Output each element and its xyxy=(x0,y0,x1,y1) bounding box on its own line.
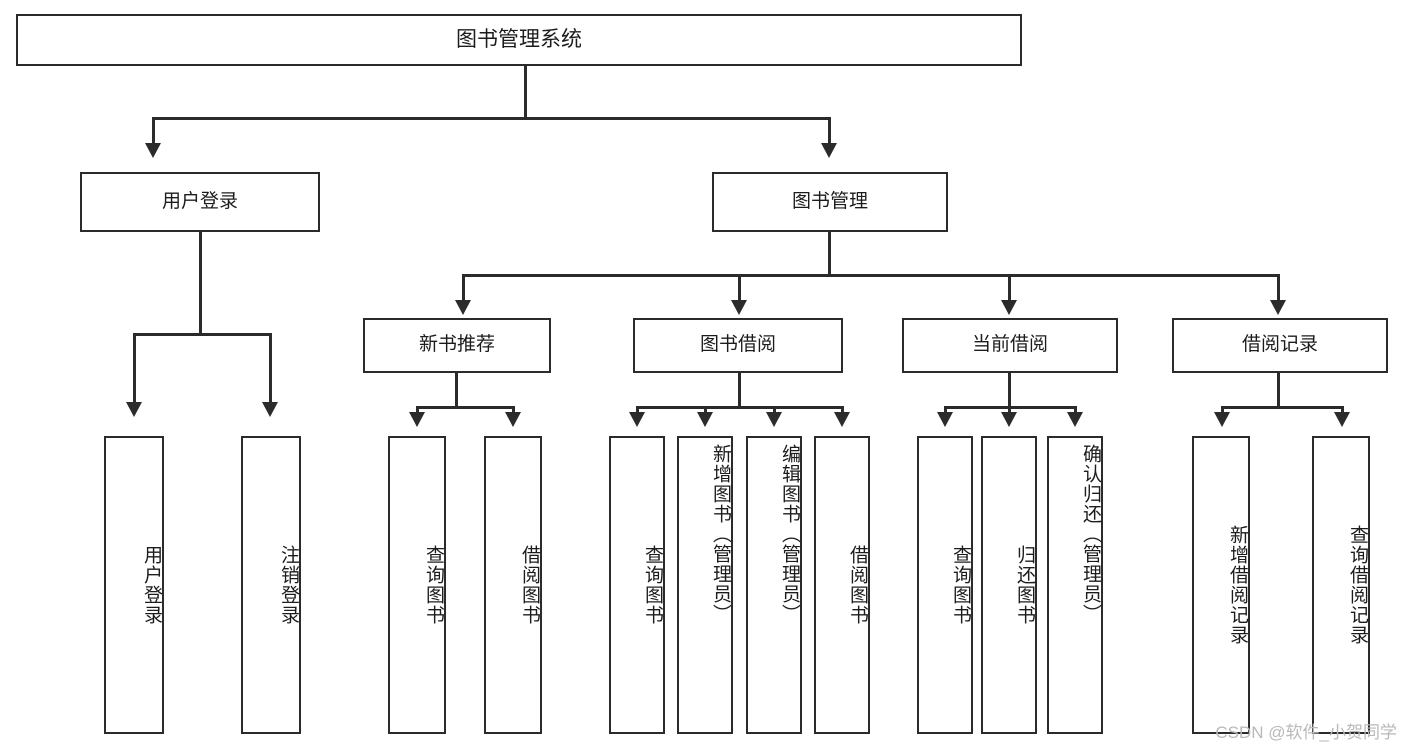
node-label: 借阅图书 xyxy=(847,545,868,625)
leaf-new-book-borrow[interactable]: 借阅图书 xyxy=(484,436,542,734)
node-label: 编辑图书（管理员） xyxy=(779,444,800,624)
node-new-book-recommend[interactable]: 新书推荐 xyxy=(363,318,551,373)
connector-new-book-to-leaf1 xyxy=(416,406,419,416)
leaf-book-borrow-borrow[interactable]: 借阅图书 xyxy=(814,436,870,734)
node-label: 借阅记录 xyxy=(1241,334,1318,356)
arrowhead-new-book-leaf2 xyxy=(505,412,521,427)
arrowhead-book-mgmt-record xyxy=(1270,300,1286,315)
connector-borrow-record-stem xyxy=(1277,373,1280,408)
leaf-current-borrow-query[interactable]: 查询图书 xyxy=(917,436,973,734)
node-label: 新增借阅记录 xyxy=(1227,525,1248,645)
connector-book-mgmt-to-record xyxy=(1277,274,1280,302)
arrowhead-current-borrow-leaf3 xyxy=(1067,412,1083,427)
arrowhead-book-borrow-leaf1 xyxy=(629,412,645,427)
connector-book-mgmt-bus xyxy=(462,274,1280,277)
node-root-system[interactable]: 图书管理系统 xyxy=(16,14,1022,66)
node-book-borrow[interactable]: 图书借阅 xyxy=(633,318,843,373)
leaf-current-borrow-confirm-return[interactable]: 确认归还（管理员） xyxy=(1047,436,1103,734)
connector-book-borrow-to-leaf2 xyxy=(704,406,707,416)
arrowhead-book-mgmt-current xyxy=(1001,300,1017,315)
leaf-user-login-signout[interactable]: 注销登录 xyxy=(241,436,301,734)
connector-user-login-stem xyxy=(199,232,202,335)
leaf-borrow-record-query[interactable]: 查询借阅记录 xyxy=(1312,436,1370,734)
arrowhead-current-borrow-leaf1 xyxy=(937,412,953,427)
node-borrow-record[interactable]: 借阅记录 xyxy=(1172,318,1388,373)
connector-book-mgmt-to-borrow xyxy=(738,274,741,302)
arrowhead-book-mgmt-new-book xyxy=(455,300,471,315)
connector-book-mgmt-stem xyxy=(828,232,831,276)
connector-borrow-record-to-leaf1 xyxy=(1221,406,1224,416)
node-label: 新书推荐 xyxy=(418,334,495,356)
connector-user-login-to-leaf2 xyxy=(269,333,272,404)
arrowhead-book-borrow-leaf2 xyxy=(697,412,713,427)
connector-book-borrow-to-leaf3 xyxy=(773,406,776,416)
node-label: 新增图书（管理员） xyxy=(710,444,731,624)
connector-book-borrow-bus xyxy=(636,406,844,409)
leaf-current-borrow-return[interactable]: 归还图书 xyxy=(981,436,1037,734)
connector-user-login-to-leaf1 xyxy=(133,333,136,404)
leaf-new-book-query[interactable]: 查询图书 xyxy=(388,436,446,734)
arrowhead-user-login-leaf2 xyxy=(262,402,278,417)
arrowhead-current-borrow-leaf2 xyxy=(1001,412,1017,427)
node-label: 图书管理系统 xyxy=(456,27,582,51)
connector-book-mgmt-to-current xyxy=(1008,274,1011,302)
arrowhead-new-book-leaf1 xyxy=(409,412,425,427)
connector-root-stem xyxy=(524,66,527,117)
node-label: 查询图书 xyxy=(423,545,444,625)
node-book-management[interactable]: 图书管理 xyxy=(712,172,948,232)
arrowhead-borrow-record-leaf1 xyxy=(1214,412,1230,427)
connector-user-login-bus xyxy=(133,333,271,336)
arrowhead-book-borrow-leaf4 xyxy=(834,412,850,427)
node-label: 查询借阅记录 xyxy=(1347,525,1368,645)
node-user-login[interactable]: 用户登录 xyxy=(80,172,320,232)
node-label: 查询图书 xyxy=(950,545,971,625)
node-label: 确认归还（管理员） xyxy=(1080,444,1101,624)
node-label: 用户登录 xyxy=(141,545,162,625)
connector-current-borrow-stem xyxy=(1008,373,1011,408)
connector-book-borrow-stem xyxy=(738,373,741,408)
arrowhead-book-mgmt-borrow xyxy=(731,300,747,315)
leaf-borrow-record-add[interactable]: 新增借阅记录 xyxy=(1192,436,1250,734)
arrowhead-book-borrow-leaf3 xyxy=(766,412,782,427)
node-label: 图书管理 xyxy=(791,190,868,212)
leaf-book-borrow-query[interactable]: 查询图书 xyxy=(609,436,665,734)
connector-borrow-record-to-leaf2 xyxy=(1341,406,1344,416)
connector-book-borrow-to-leaf1 xyxy=(636,406,639,416)
leaf-user-login-signin[interactable]: 用户登录 xyxy=(104,436,164,734)
node-label: 用户登录 xyxy=(161,190,238,212)
node-current-borrow[interactable]: 当前借阅 xyxy=(902,318,1118,373)
connector-book-mgmt-to-new-book xyxy=(462,274,465,302)
connector-borrow-record-bus xyxy=(1221,406,1344,409)
connector-root-to-user-login xyxy=(152,117,155,145)
connector-new-book-to-leaf2 xyxy=(512,406,515,416)
connector-book-borrow-to-leaf4 xyxy=(841,406,844,416)
connector-current-borrow-to-leaf2 xyxy=(1008,406,1011,416)
connector-new-book-bus xyxy=(416,406,515,409)
arrowhead-user-login-leaf1 xyxy=(126,402,142,417)
node-label: 查询图书 xyxy=(642,545,663,625)
connector-root-bus xyxy=(152,117,831,120)
node-label: 当前借阅 xyxy=(971,334,1048,356)
arrowhead-borrow-record-leaf2 xyxy=(1334,412,1350,427)
node-label: 借阅图书 xyxy=(519,545,540,625)
node-label: 归还图书 xyxy=(1014,545,1035,625)
connector-new-book-stem xyxy=(455,373,458,408)
leaf-book-borrow-edit[interactable]: 编辑图书（管理员） xyxy=(746,436,802,734)
connector-current-borrow-to-leaf1 xyxy=(944,406,947,416)
connector-current-borrow-to-leaf3 xyxy=(1074,406,1077,416)
arrowhead-root-to-book-mgmt xyxy=(821,143,837,158)
node-label: 注销登录 xyxy=(278,545,299,625)
connector-root-to-book-mgmt xyxy=(828,117,831,145)
arrowhead-root-to-user-login xyxy=(145,143,161,158)
node-label: 图书借阅 xyxy=(699,334,776,356)
leaf-book-borrow-add[interactable]: 新增图书（管理员） xyxy=(677,436,733,734)
watermark: CSDN @软件_小贺同学 xyxy=(1215,723,1397,742)
